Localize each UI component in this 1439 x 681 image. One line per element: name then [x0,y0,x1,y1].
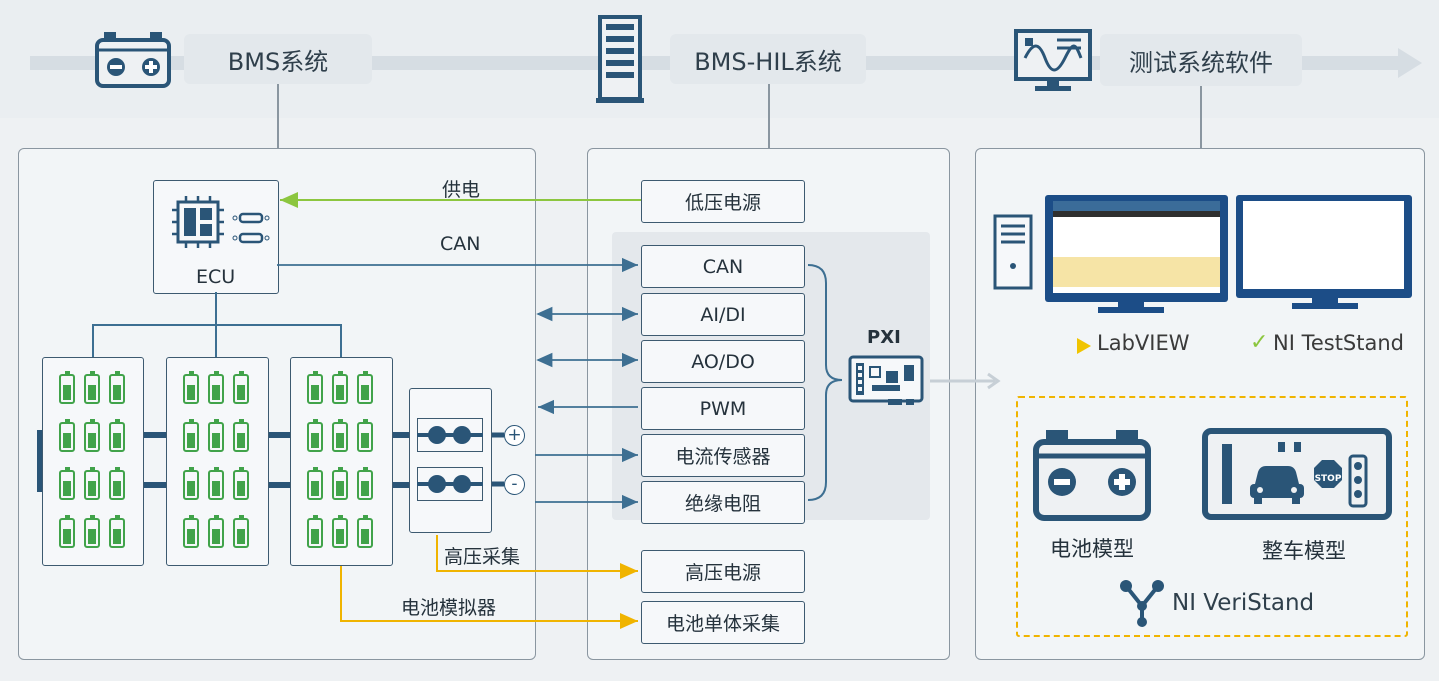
battery-cell-icon [59,515,75,548]
battery-cell-icon [357,515,373,548]
pxi-card-icon [848,355,924,405]
battery-sim-link-label: 电池模拟器 [401,597,497,619]
labview-highlight-rows [1053,257,1220,287]
low-voltage-supply-box[interactable]: 低压电源 [641,180,805,223]
ecu-chip-icon [172,196,270,248]
battery-cell-icon [84,371,100,404]
hv-connector-block[interactable] [409,388,492,533]
labview-monitor-base [1098,307,1164,313]
battery-cell-icon [109,515,125,548]
battery-cell-icon [183,371,199,404]
hv-contacts [417,426,483,493]
labview-logo-icon [1077,338,1091,354]
can-link-label: CAN [440,233,481,255]
teststand-label: NI TestStand [1273,331,1405,355]
battery-module-1[interactable] [42,357,144,566]
battery-cell-icon [307,467,323,500]
battery-icon [95,32,171,88]
labview-titlebar [1053,201,1220,211]
battery-cell-icon [332,515,348,548]
io-box-ao-do[interactable]: AO/DO [641,340,805,383]
battery-cell-icon [208,371,224,404]
battery-cell-icon [84,515,100,548]
battery-cell-icon [59,467,75,500]
battery-cell-icon [233,419,249,452]
minus-sign: - [511,474,518,494]
io-box-pwm[interactable]: PWM [641,387,805,430]
battery-cell-icon [183,467,199,500]
monitor-waveform-icon [1014,29,1092,91]
battery-cell-icon [307,419,323,452]
battery-cell-icon [332,419,348,452]
battery-cell-icon [84,467,100,500]
battery-cell-icon [332,371,348,404]
connector-hil [768,84,770,148]
battery-cell-icon [183,515,199,548]
minus-terminal: - [504,474,525,495]
cell-acquisition-box[interactable]: 电池单体采集 [641,601,805,644]
plus-terminal: + [504,425,525,446]
teststand-screen [1236,195,1412,298]
vehicle-model-label: 整车模型 [1262,539,1346,563]
battery-model-icon [1033,430,1151,521]
battery-cell-icon [233,515,249,548]
ecu-label: ECU [196,266,236,288]
battery-cell-icon [109,419,125,452]
supply-link-label: 供电 [442,179,481,201]
battery-model-label: 电池模型 [1050,537,1134,561]
high-voltage-supply-box[interactable]: 高压电源 [641,550,805,593]
battery-cell-icon [357,419,373,452]
vehicle-model-icon [1202,428,1392,520]
pc-tower-icon [993,214,1033,290]
battery-cell-icon [59,371,75,404]
pxi-label: PXI [867,327,901,348]
labview-toolbar [1053,211,1220,217]
teststand-window [1243,201,1404,289]
battery-cell-icon [332,467,348,500]
teststand-check-icon: ✓ [1250,330,1269,355]
battery-cell-icon [233,467,249,500]
battery-cell-icon [183,419,199,452]
labview-screen [1045,195,1228,302]
battery-cell-icon [233,371,249,404]
labview-label: LabVIEW [1097,331,1190,355]
io-box-insulation-resistance[interactable]: 绝缘电阻 [641,481,805,524]
battery-cell-icon [84,419,100,452]
header-software-label: 测试系统软件 [1100,34,1302,86]
io-box-current-sensor[interactable]: 电流传感器 [641,434,805,477]
io-box-ai-di[interactable]: AI/DI [641,293,805,336]
battery-cell-icon [357,371,373,404]
battery-module-3[interactable] [290,357,393,566]
header-bms-label: BMS系统 [184,34,372,84]
teststand-monitor-base [1292,303,1358,309]
battery-cell-icon [208,419,224,452]
teststand-monitor-stand [1312,298,1338,304]
hv-link-label: 高压采集 [444,546,521,568]
labview-monitor-stand [1118,302,1144,308]
battery-cell-icon [307,515,323,548]
battery-cell-icon [357,467,373,500]
stop-sign-text: STOP [1314,474,1342,484]
plus-sign: + [507,425,522,445]
veristand-label: NI VeriStand [1172,590,1315,616]
connector-bms [277,84,279,148]
battery-cell-icon [307,371,323,404]
battery-module-2[interactable] [166,357,269,566]
io-box-can[interactable]: CAN [641,245,805,288]
connector-software [1200,86,1202,148]
battery-cell-icon [59,419,75,452]
server-rack-icon [596,15,644,103]
battery-cell-icon [109,467,125,500]
header-arrow-head [1398,48,1422,78]
veristand-logo-icon [1120,580,1164,627]
battery-cell-icon [208,515,224,548]
labview-window [1053,201,1220,293]
veristand-region [1016,396,1408,637]
header-hil-label: BMS-HIL系统 [670,34,866,84]
battery-cell-icon [109,371,125,404]
battery-cell-icon [208,467,224,500]
